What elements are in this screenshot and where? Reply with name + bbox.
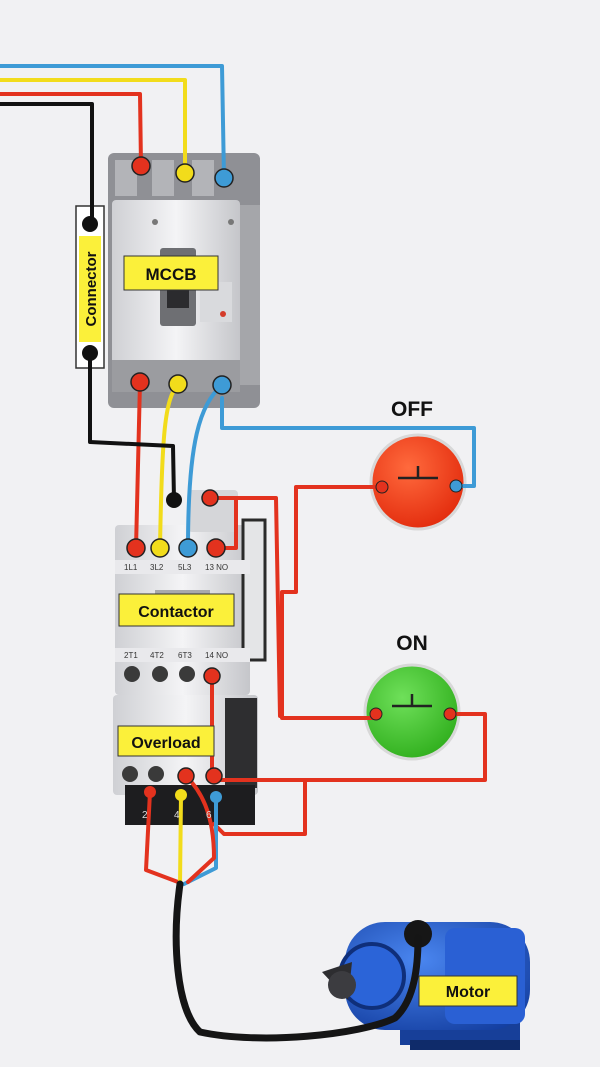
connector-block	[75, 205, 105, 369]
terminal-dots	[126, 156, 463, 803]
terminal-1l1: 1L1	[124, 563, 138, 572]
wire-yellow-supply	[0, 78, 187, 175]
terminal-markings: 1L1 3L2 5L3 13 NO 2T1 4T2 6T3 14 NO 2 4 …	[124, 563, 228, 821]
overload-terminal-6: 6	[206, 810, 212, 821]
overload-terminal-4: 4	[174, 810, 180, 821]
wire-blue-motor	[182, 793, 218, 886]
label-contactor-text: Contactor	[138, 604, 214, 621]
terminal-13no: 13 NO	[205, 563, 228, 572]
wire-black-supply	[0, 102, 94, 226]
wire-blue-mccb-contactor	[186, 383, 224, 550]
wiring	[0, 64, 487, 1042]
wire-blue-control	[220, 396, 476, 488]
overload-relay	[113, 695, 258, 825]
wire-red-motor	[144, 790, 180, 884]
label-motor-text: Motor	[446, 984, 490, 1001]
label-overload: Overload	[117, 725, 215, 757]
terminal-5l3: 5L3	[178, 563, 192, 572]
wire-red-on-overload	[212, 712, 487, 782]
wire-red-overload-return	[210, 674, 307, 836]
label-contactor: Contactor	[118, 593, 235, 627]
wire-red-mccb-contactor	[134, 380, 142, 550]
label-off-text: OFF	[391, 398, 433, 421]
label-overload-text: Overload	[131, 735, 200, 752]
wire-red-off-on	[280, 485, 384, 720]
label-on-text: ON	[396, 632, 428, 655]
motor-cable	[172, 880, 422, 1042]
overload-terminal-2: 2	[142, 810, 148, 821]
label-mccb: MCCB	[123, 255, 219, 291]
label-motor: Motor	[418, 975, 518, 1007]
wire-blue-supply	[0, 64, 226, 180]
wire-yellow-motor	[178, 793, 183, 887]
label-connector-text: Connector	[83, 251, 100, 326]
wire-red-coil-link	[208, 496, 238, 550]
terminal-4t2: 4T2	[150, 651, 164, 660]
terminal-3l2: 3L2	[150, 563, 164, 572]
off-push-button[interactable]	[369, 433, 467, 531]
terminal-14no: 14 NO	[205, 651, 228, 660]
terminal-6t3: 6T3	[178, 651, 192, 660]
wire-black-neutral	[88, 351, 176, 502]
terminal-2t1: 2T1	[124, 651, 138, 660]
wire-red-supply	[0, 92, 143, 168]
label-mccb-text: MCCB	[146, 265, 197, 284]
